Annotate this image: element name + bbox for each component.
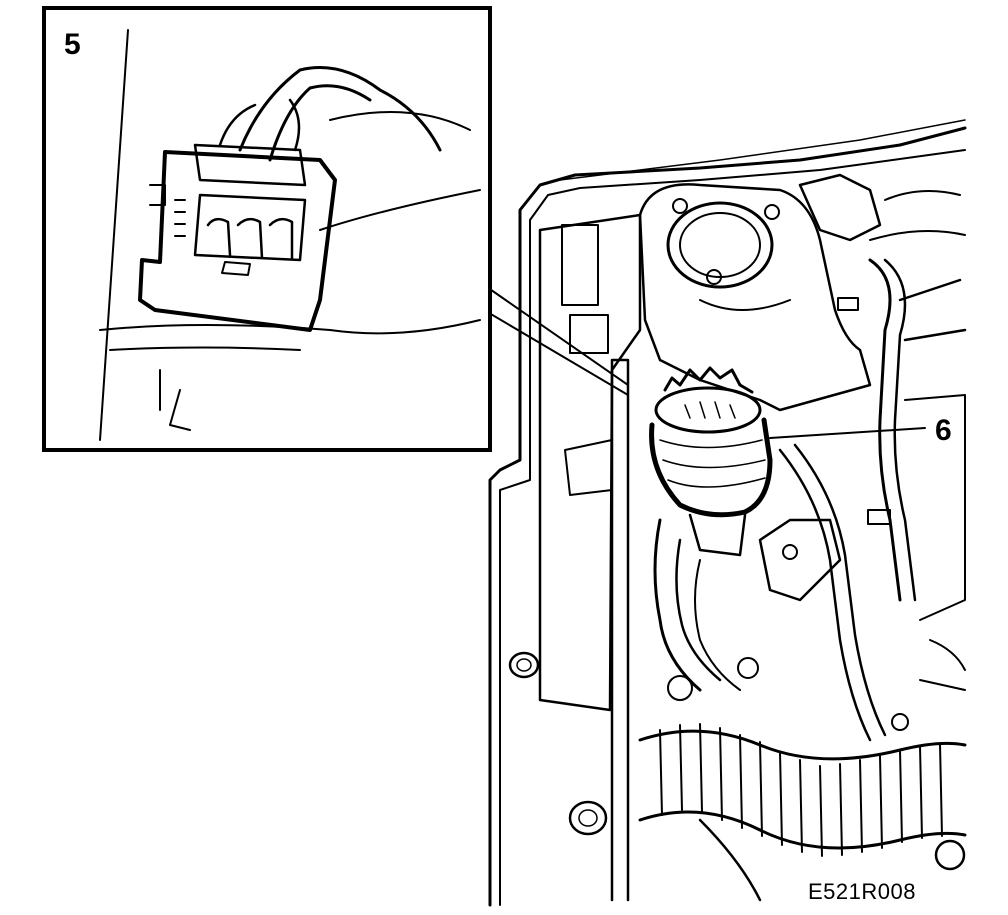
upper-bracket <box>798 173 882 242</box>
leader-line-6 <box>769 427 926 439</box>
reservoir-body-outline <box>649 417 773 518</box>
strut-bolt-1 <box>672 198 688 214</box>
inset-connector-tab <box>149 184 166 206</box>
engine-bay-view <box>488 119 967 907</box>
inset-connector-key <box>221 261 251 276</box>
body-outline <box>488 126 967 907</box>
lower-pipe-3 <box>694 559 741 691</box>
pipe-clip <box>867 509 891 525</box>
inset-cable-inner <box>268 84 372 162</box>
bracket-bolt <box>782 544 798 560</box>
callout-5: 5 <box>64 28 81 61</box>
strut-contour <box>699 299 791 311</box>
inset-connector-latch <box>174 199 186 237</box>
inset-connector-pins <box>206 217 294 260</box>
reservoir-ribs <box>659 439 766 488</box>
strut-clip <box>837 297 859 311</box>
fender-slot-upper <box>561 224 599 306</box>
lower-pipe-2 <box>675 538 722 682</box>
brake-pipe-1 <box>868 258 902 602</box>
inset-connector-face <box>193 193 307 262</box>
intake-hose-bottom <box>638 810 967 850</box>
fender-slot-lower <box>564 439 613 496</box>
fender-hole-left <box>508 651 540 679</box>
inset-connector-body <box>138 150 337 332</box>
strut-bolt-2 <box>764 204 780 220</box>
strut-bolt-3 <box>706 269 722 285</box>
reservoir-cap-teeth <box>663 366 754 394</box>
hose-clamp <box>934 839 966 871</box>
strut-top-mount-inner <box>679 212 761 278</box>
fender-slot-middle <box>569 314 609 354</box>
lower-pipe-1 <box>653 518 702 692</box>
inset-clip-detail <box>159 369 191 431</box>
inset-panel-edge <box>99 29 129 441</box>
intake-hose-top <box>638 729 967 761</box>
fitting-1 <box>667 675 693 701</box>
inner-fender-panel <box>538 213 642 712</box>
fender-hole-left-inner <box>516 658 532 672</box>
inset-frame <box>42 6 492 452</box>
lower-right-detail <box>919 639 966 691</box>
detail-leader-lines <box>483 284 629 396</box>
reservoir-bracket <box>758 518 842 602</box>
intake-hose <box>638 723 967 902</box>
inset-cable-outer <box>238 66 442 152</box>
reservoir-cap <box>654 386 762 434</box>
a-pillar <box>610 358 630 902</box>
detail-inset-5 <box>42 6 492 452</box>
callout-6: 6 <box>935 414 952 447</box>
inset-connector-top <box>193 143 307 187</box>
intake-hose-corrugations <box>659 723 943 857</box>
strut-top-mount <box>666 201 774 289</box>
pipe-brackets <box>898 278 967 342</box>
right-component <box>904 394 966 621</box>
hood-hinge-line <box>884 190 961 201</box>
hood-edge-line <box>559 119 966 181</box>
hose-long <box>778 448 872 742</box>
strut-tower <box>638 183 872 412</box>
reservoir-neck <box>688 513 747 557</box>
hose-long-2 <box>793 443 887 737</box>
cap-ridges <box>684 401 736 419</box>
intake-hose-lower <box>698 818 762 902</box>
reservoir-part-6 <box>649 366 773 557</box>
fitting-2 <box>737 657 759 679</box>
bulkhead-line <box>869 230 966 241</box>
fender-hole-bottom <box>568 800 608 836</box>
inset-background-lines <box>99 111 481 351</box>
fender-hole-bottom-inner <box>578 809 598 827</box>
brake-pipe-2 <box>883 258 917 602</box>
figure-code: E521R008 <box>808 879 916 904</box>
fitting-3 <box>891 713 909 731</box>
body-outline-inner <box>499 149 966 906</box>
inset-wires <box>218 98 301 152</box>
